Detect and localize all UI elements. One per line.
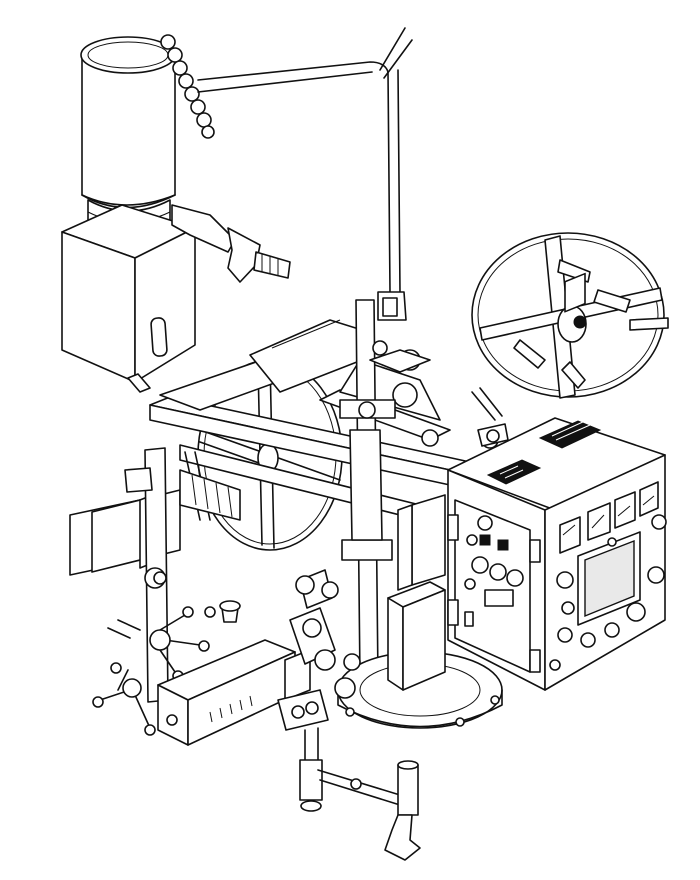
star-handle-left <box>92 600 241 736</box>
flux-hopper-box <box>61 204 196 393</box>
flux-hose <box>160 34 215 139</box>
drive-motor-box <box>157 639 311 746</box>
wire-reel <box>471 232 669 399</box>
reel-support-arm <box>471 387 509 447</box>
flux-outlet-nozzle <box>171 204 291 283</box>
flux-hopper <box>61 34 291 393</box>
torch-assembly <box>277 569 421 861</box>
guide-rod <box>197 27 413 321</box>
mast-control-box <box>387 494 446 691</box>
control-cabinet <box>447 272 667 691</box>
